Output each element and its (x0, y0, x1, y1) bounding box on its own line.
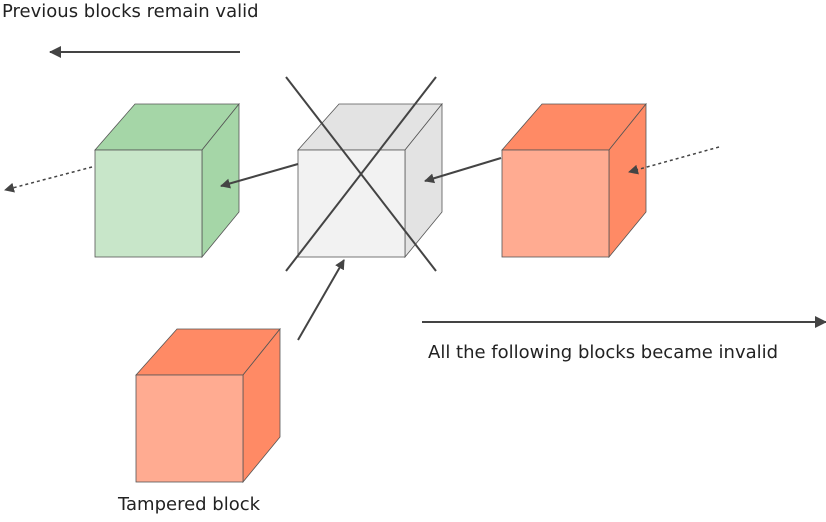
tampered-block-label: Tampered block (118, 494, 261, 515)
following-block (501, 102, 647, 259)
crossed-out-block-front (297, 149, 406, 258)
valid-block-front (94, 149, 203, 258)
following-block-front (501, 149, 610, 258)
cross-out-line-2 (285, 76, 437, 272)
previous-blocks-label: Previous blocks remain valid (2, 1, 259, 22)
following-blocks-label: All the following blocks became invalid (428, 342, 779, 363)
crossed-out-block (297, 102, 443, 259)
tampered-block (135, 327, 281, 484)
tampered-block-front (135, 374, 244, 483)
valid-block (94, 102, 240, 259)
link-arrow-orange-to-gray (424, 157, 502, 184)
tamper-arrow (297, 259, 345, 341)
dashed-arrow-left (4, 166, 93, 193)
link-arrow-gray-to-green (220, 163, 299, 189)
